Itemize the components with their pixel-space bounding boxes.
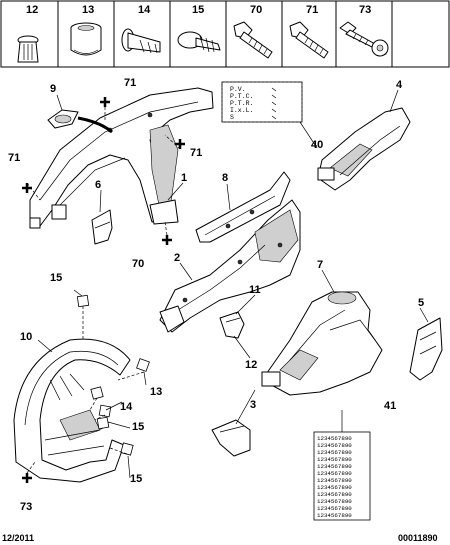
tapping-screw-icon bbox=[339, 21, 389, 57]
callout-15-bottom: 15 bbox=[130, 473, 142, 485]
callout-2: 2 bbox=[174, 252, 180, 264]
header-part-73: 73 bbox=[359, 4, 371, 16]
callout-13: 13 bbox=[150, 386, 162, 398]
callout-numbers: 9 71 71 71 1 6 8 70 2 7 4 40 15 11 5 10 … bbox=[8, 77, 424, 513]
leader-lines bbox=[26, 89, 429, 479]
part-9-grommet bbox=[47, 109, 113, 134]
footer-date: 12/2011 bbox=[2, 533, 34, 543]
barcode-line-2: 1234567890 bbox=[317, 442, 352, 449]
push-rivet-icon bbox=[17, 35, 39, 63]
hex-bolt-icon bbox=[233, 21, 273, 59]
part-1-front-wing bbox=[29, 87, 214, 229]
clip-markers bbox=[76, 294, 150, 456]
part-10-wheel-arch-liner bbox=[13, 338, 131, 483]
barcode-line-7: 1234567890 bbox=[317, 477, 352, 484]
callout-7: 7 bbox=[317, 259, 323, 271]
barcode-line-5: 1234567890 bbox=[317, 463, 352, 470]
placard-line-5: S bbox=[230, 114, 234, 121]
header-part-14: 14 bbox=[138, 4, 151, 16]
part-6-bracket bbox=[91, 209, 113, 245]
callout-9: 9 bbox=[50, 83, 56, 95]
part-8-reinforcement bbox=[195, 171, 291, 243]
barcode-line-12: 1234567890 bbox=[317, 512, 352, 519]
placard-line-1: P.V. bbox=[230, 86, 246, 93]
callout-6: 6 bbox=[95, 179, 101, 191]
callout-71-left: 71 bbox=[8, 152, 20, 164]
callout-12: 12 bbox=[245, 359, 257, 371]
callout-8: 8 bbox=[222, 172, 228, 184]
part-40-id-placard: P.V. P.T.C. P.T.R. I.x.L. S bbox=[221, 81, 303, 123]
callout-14: 14 bbox=[120, 401, 133, 413]
header-part-71: 71 bbox=[306, 4, 318, 16]
barcode-line-1: 1234567890 bbox=[317, 435, 352, 442]
part-3-bracket bbox=[211, 419, 251, 457]
flange-bolt-icon bbox=[289, 21, 329, 59]
callout-40: 40 bbox=[311, 139, 323, 151]
header-part-15: 15 bbox=[192, 4, 204, 16]
callout-15-top: 15 bbox=[50, 272, 62, 284]
barcode-line-8: 1234567890 bbox=[317, 484, 352, 491]
header-part-13: 13 bbox=[82, 4, 94, 16]
callout-41: 41 bbox=[384, 400, 396, 412]
header-part-12: 12 bbox=[26, 4, 38, 16]
barcode-line-4: 1234567890 bbox=[317, 456, 352, 463]
barcode-line-10: 1234567890 bbox=[317, 498, 352, 505]
placard-line-3: P.T.R. bbox=[230, 100, 253, 107]
callout-71-right: 71 bbox=[190, 147, 202, 159]
callout-73: 73 bbox=[20, 501, 32, 513]
callout-3: 3 bbox=[250, 399, 256, 411]
part-4-rear-panel bbox=[317, 107, 411, 191]
fir-tree-clip-icon bbox=[177, 31, 221, 53]
part-5-bracket bbox=[409, 317, 443, 381]
callout-1: 1 bbox=[181, 172, 187, 184]
barcode-line-3: 1234567890 bbox=[317, 449, 352, 456]
barcode-line-11: 1234567890 bbox=[317, 505, 352, 512]
part-11-small-bracket bbox=[219, 311, 245, 339]
footer-reference: 00011890 bbox=[398, 533, 438, 543]
fastener-legend-strip: 12 13 14 15 70 71 73 bbox=[0, 0, 450, 68]
callout-71-top: 71 bbox=[124, 77, 136, 89]
barcode-line-9: 1234567890 bbox=[317, 491, 352, 498]
part-7-strut-tower bbox=[261, 291, 383, 396]
callout-15-mid: 15 bbox=[132, 421, 144, 433]
callout-70: 70 bbox=[132, 258, 144, 270]
plastic-clip-icon bbox=[121, 28, 161, 54]
callout-10: 10 bbox=[20, 331, 32, 343]
fastener-markers bbox=[22, 97, 185, 483]
part-2-inner-wing-panel bbox=[159, 199, 301, 333]
callout-5: 5 bbox=[418, 297, 424, 309]
callout-11: 11 bbox=[249, 284, 261, 296]
barcode-line-6: 1234567890 bbox=[317, 470, 352, 477]
grommet-icon bbox=[70, 22, 102, 56]
placard-line-4: I.x.L. bbox=[230, 107, 253, 114]
placard-line-2: P.T.C. bbox=[230, 93, 253, 100]
part-41-barcode-label: 1234567890 1234567890 1234567890 1234567… bbox=[313, 431, 371, 521]
callout-4: 4 bbox=[396, 79, 403, 91]
header-part-70: 70 bbox=[250, 4, 262, 16]
